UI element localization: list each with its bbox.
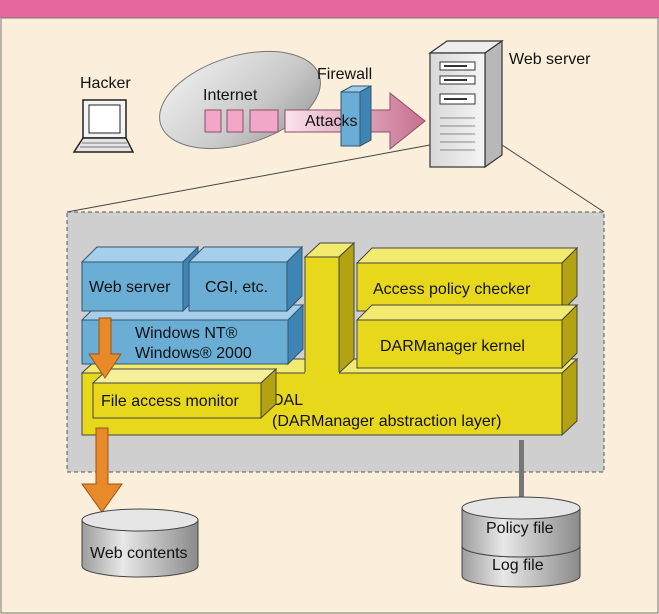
attack-packet: [204, 109, 222, 133]
web-contents-label: Web contents: [90, 545, 188, 562]
attack-packet: [226, 109, 244, 133]
access-policy-checker-block: [355, 246, 579, 313]
attack-packet: [249, 109, 279, 133]
internet-cloud: [159, 50, 321, 150]
windows-nt-label: Windows NT®: [135, 325, 238, 342]
figure-border: [0, 17, 659, 614]
policy-log-database-icon: [461, 496, 581, 588]
top-color-bar: [0, 0, 659, 18]
cgi-block: [187, 245, 304, 313]
internet-label: Internet: [203, 87, 258, 104]
zoom-line: [501, 144, 605, 213]
log-file-label: Log file: [492, 557, 544, 574]
attacks-label: Attacks: [305, 113, 357, 130]
dal-full-label: (DARManager abstraction layer): [272, 413, 501, 430]
laptop-icon: [72, 99, 135, 153]
zoom-line: [66, 144, 431, 213]
web-server-label: Web server: [509, 51, 591, 68]
firewall-icon: [340, 85, 372, 147]
orange-arrow-icon: [88, 317, 122, 379]
dal-label: DAL: [272, 392, 303, 409]
db-connector: [519, 440, 524, 510]
web-server-box-label: Web server: [89, 279, 171, 296]
web-contents-database-icon: [81, 508, 199, 578]
file-access-monitor-label: File access monitor: [101, 393, 239, 410]
firewall-label: Firewall: [317, 66, 372, 83]
policy-file-label: Policy file: [486, 520, 554, 537]
darmanager-kernel-block: [355, 303, 579, 370]
hacker-label: Hacker: [80, 75, 131, 92]
cgi-label: CGI, etc.: [205, 279, 268, 296]
file-access-monitor-block: [91, 367, 278, 420]
server-tower-icon: [428, 39, 504, 169]
orange-arrow-icon: [81, 427, 123, 513]
darmanager-kernel-label: DARManager kernel: [380, 338, 525, 355]
access-policy-checker-label: Access policy checker: [373, 281, 531, 298]
windows-2000-label: Windows® 2000: [135, 345, 252, 362]
web-server-block: [80, 245, 200, 313]
